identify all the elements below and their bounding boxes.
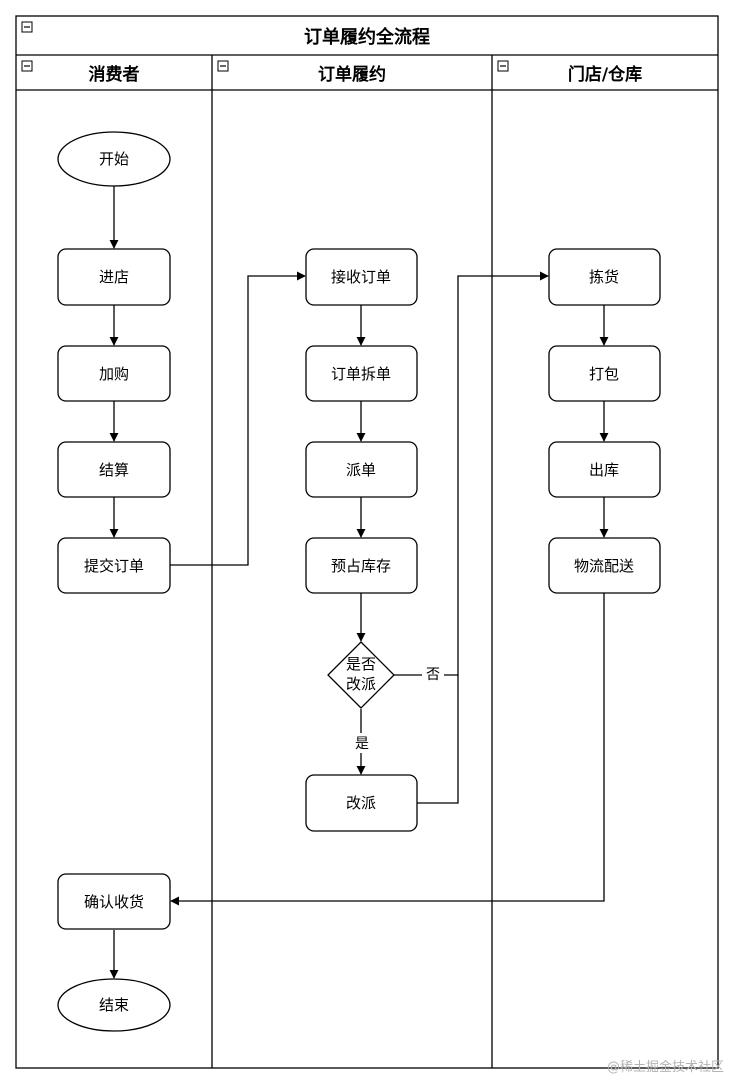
node-pick-label: 拣货: [589, 268, 619, 286]
connectors: [109, 186, 609, 979]
node-pick[interactable]: 拣货: [548, 248, 661, 306]
node-split-order[interactable]: 订单拆单: [305, 345, 418, 402]
collapse-pool-icon[interactable]: [21, 21, 33, 33]
node-submit-order[interactable]: 提交订单: [57, 537, 171, 594]
node-pack[interactable]: 打包: [548, 345, 661, 402]
pool-title: 订单履约全流程: [304, 26, 430, 48]
node-pack-label: 打包: [589, 365, 619, 383]
node-redispatch-label: 改派: [346, 794, 376, 812]
collapse-lane-consumer-icon[interactable]: [21, 60, 33, 72]
node-decision[interactable]: 是否 改派: [327, 641, 395, 709]
node-submit-order-label: 提交订单: [84, 557, 144, 575]
collapse-lane-fulfillment-icon[interactable]: [217, 60, 229, 72]
edge-label-bg-no: [422, 664, 444, 684]
node-decision-label-line-2: 改派: [346, 675, 376, 693]
pool-frame: [15, 15, 719, 1069]
node-split-order-label: 订单拆单: [331, 365, 391, 383]
node-reserve-stock-label: 预占库存: [331, 557, 391, 575]
node-receive-order[interactable]: 接收订单: [305, 248, 418, 306]
node-reserve-stock[interactable]: 预占库存: [305, 537, 418, 594]
collapse-lane-store-icon[interactable]: [497, 60, 509, 72]
node-dispatch-label: 派单: [346, 461, 376, 479]
lane-title-fulfillment: 订单履约: [318, 64, 386, 85]
node-confirm-receipt[interactable]: 确认收货: [57, 873, 171, 930]
edge-redispatch-pick[interactable]: [417, 675, 459, 804]
node-confirm-receipt-label: 确认收货: [84, 893, 144, 911]
node-start[interactable]: 开始: [57, 131, 171, 187]
node-start-label: 开始: [99, 150, 129, 168]
node-add-cart[interactable]: 加购: [57, 345, 171, 402]
node-end-label: 结束: [99, 996, 129, 1014]
edge-label-no: 否: [426, 667, 440, 683]
edge-label-yes: 是: [355, 736, 369, 752]
node-enter[interactable]: 进店: [57, 248, 171, 306]
edge-submit-receive[interactable]: [170, 271, 306, 566]
lane-title-store: 门店/仓库: [568, 64, 642, 85]
node-checkout-label: 结算: [99, 461, 129, 479]
node-ship-label: 物流配送: [574, 557, 634, 575]
node-decision-label-line-1: 是否: [346, 655, 376, 673]
node-add-cart-label: 加购: [99, 365, 129, 383]
node-receive-order-label: 接收订单: [331, 268, 391, 286]
node-ship[interactable]: 物流配送: [548, 537, 661, 594]
lane-title-consumer: 消费者: [89, 64, 140, 85]
watermark-text: @稀土掘金技术社区: [607, 1059, 724, 1075]
node-checkout[interactable]: 结算: [57, 441, 171, 498]
node-outbound-label: 出库: [589, 461, 619, 479]
node-redispatch[interactable]: 改派: [305, 774, 418, 832]
node-end[interactable]: 结束: [57, 978, 171, 1032]
node-dispatch[interactable]: 派单: [305, 441, 418, 498]
edge-ship-confirm[interactable]: [170, 593, 605, 906]
node-outbound[interactable]: 出库: [548, 441, 661, 498]
edge-label-bg-yes: [352, 733, 372, 753]
node-enter-label: 进店: [99, 268, 129, 286]
swimlane-pool: 订单履约全流程 消费者 订单履约 门店/仓库: [15, 15, 719, 1069]
